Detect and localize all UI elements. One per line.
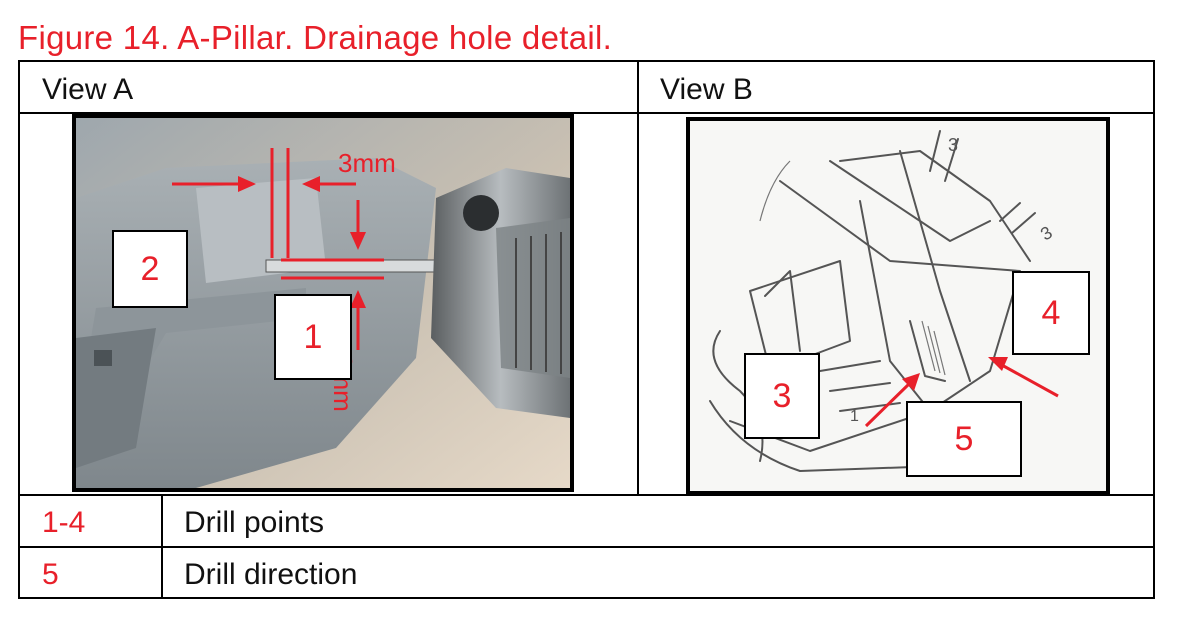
callout-2: 2 bbox=[112, 230, 188, 308]
view-b-sketch: 3 3 1 4 3 5 bbox=[686, 117, 1110, 495]
view-b-header: View B bbox=[660, 73, 753, 106]
callout-1: 1 bbox=[274, 294, 352, 380]
view-a-header: View A bbox=[42, 73, 134, 106]
view-column-divider bbox=[637, 62, 639, 494]
header-divider bbox=[20, 112, 1153, 114]
legend-top-divider bbox=[20, 494, 1153, 496]
callout-5: 5 bbox=[906, 401, 1022, 477]
figure-table: View A View B bbox=[18, 60, 1155, 599]
legend-key-drill-direction: 5 bbox=[42, 558, 59, 591]
legend-row-divider bbox=[20, 546, 1153, 548]
figure-title: Figure 14. A-Pillar. Drainage hole detai… bbox=[18, 19, 613, 56]
legend-desc-drill-direction: Drill direction bbox=[184, 558, 358, 591]
sketch-dim-left: 1 bbox=[850, 408, 859, 425]
legend-column-divider bbox=[161, 494, 163, 597]
dimension-horizontal-3mm: 3mm bbox=[338, 148, 396, 178]
sketch-dim-top: 3 bbox=[948, 135, 958, 155]
callout-3: 3 bbox=[744, 353, 820, 439]
legend-key-drill-points: 1-4 bbox=[42, 506, 86, 539]
legend-desc-drill-points: Drill points bbox=[184, 506, 325, 539]
callout-4: 4 bbox=[1012, 271, 1090, 355]
view-a-photo: 3mm 3mm 2 1 bbox=[72, 114, 574, 492]
